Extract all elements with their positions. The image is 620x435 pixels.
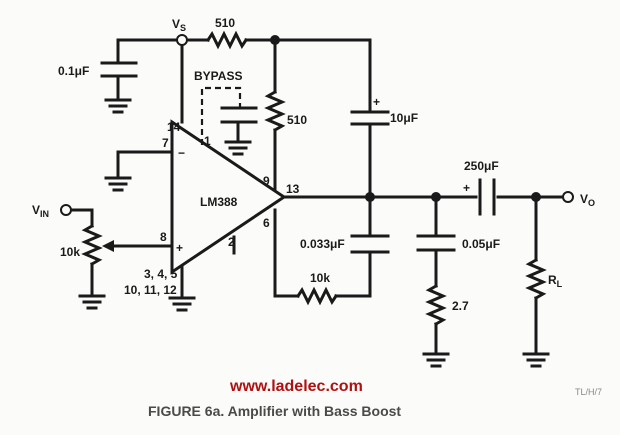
pin9-label: 9 [263, 174, 270, 188]
bypass-label: BYPASS [194, 69, 242, 83]
resistor-rl [522, 195, 550, 368]
vin-label: VIN [32, 203, 49, 219]
resistor-510-v-label: 510 [287, 113, 307, 127]
rl-label: RL [548, 273, 563, 289]
capacitor-10uf [350, 110, 390, 198]
capacitor-0.05uf [416, 195, 456, 288]
pin7-ground [104, 150, 174, 192]
cap-0.05uf-label: 0.05μF [462, 237, 500, 251]
pin7-label: 7 [162, 136, 169, 150]
cap-10uf-plus: + [373, 95, 380, 109]
supply-rail [116, 30, 372, 124]
vo-label: VO [580, 192, 595, 208]
pin14-label: 14 [167, 120, 181, 134]
vin-terminal [60, 204, 72, 216]
plus-label: + [176, 241, 183, 255]
figure-ref: TL/H/7 [575, 387, 602, 397]
resistor-510-vertical [264, 38, 286, 192]
cap-250uf-plus: + [463, 181, 470, 195]
pin2-label: 2 [228, 235, 235, 249]
lm388-chip [170, 119, 287, 275]
minus-label: − [178, 146, 185, 160]
cap-250uf-label: 250μF [464, 159, 499, 173]
chip-label: LM388 [200, 195, 238, 209]
cap-0.033uf-label: 0.033μF [300, 237, 345, 251]
pin6-label: 6 [263, 216, 270, 230]
junction-dot [365, 192, 375, 202]
pin13-label: 13 [286, 182, 300, 196]
capacitor-250uf [478, 178, 496, 216]
vo-terminal [562, 191, 574, 203]
bypass-network [200, 86, 258, 156]
gnd-pins-label-1: 3, 4, 5 [144, 267, 178, 281]
resistor-10k-label: 10k [310, 271, 330, 285]
pin8-label: 8 [160, 230, 167, 244]
gnd-pins-label-2: 10, 11, 12 [124, 283, 177, 297]
pin1-label: 1 [204, 134, 211, 148]
vs-label: VS [172, 17, 186, 33]
capacitor-0.033uf [350, 234, 390, 254]
vs-terminal [176, 34, 188, 46]
chip-ground [168, 264, 196, 312]
capacitor-0.1uf [100, 61, 138, 114]
output-wiring [273, 195, 564, 306]
resistor-2.7-label: 2.7 [452, 299, 469, 313]
cap-10uf-label: 10μF [390, 111, 418, 125]
input-potentiometer [70, 208, 174, 310]
cap-0.1uf-label: 0.1μF [58, 64, 89, 78]
pot-label: 10k [60, 245, 80, 259]
site-url: www.ladelec.com [229, 378, 363, 395]
resistor-2.7 [422, 283, 450, 368]
resistor-510-label: 510 [215, 16, 235, 30]
figure-caption: FIGURE 6a. Amplifier with Bass Boost [148, 403, 401, 419]
